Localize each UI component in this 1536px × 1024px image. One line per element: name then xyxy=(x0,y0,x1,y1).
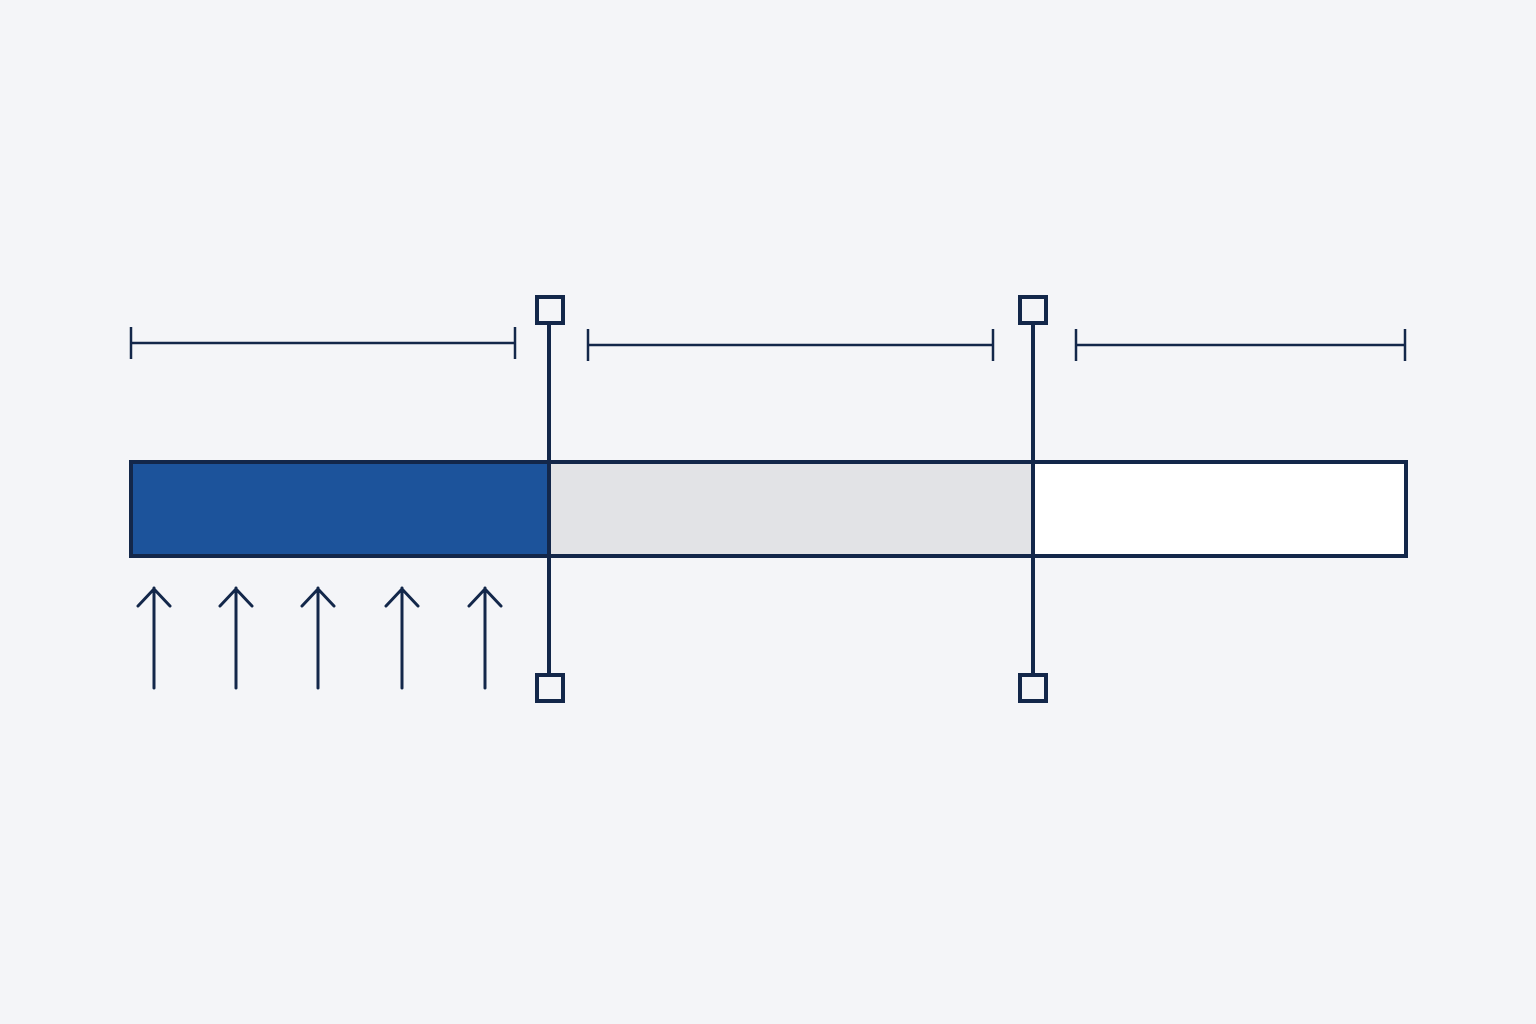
square-handle-icon[interactable] xyxy=(535,295,565,325)
divider-1[interactable] xyxy=(535,295,565,703)
segment-filled xyxy=(131,462,550,556)
up-arrow-icon xyxy=(467,586,503,690)
up-arrow-icon xyxy=(300,586,336,690)
span-marker-3 xyxy=(1074,329,1407,361)
span-marker-2 xyxy=(586,329,995,361)
square-handle-icon[interactable] xyxy=(1018,295,1048,325)
divider-2[interactable] xyxy=(1018,295,1048,703)
span-markers xyxy=(129,327,1407,361)
square-handle-icon[interactable] xyxy=(535,673,565,703)
up-arrow-icon xyxy=(136,586,172,690)
square-handle-icon[interactable] xyxy=(1018,673,1048,703)
up-arrow-icon xyxy=(384,586,420,690)
up-arrow-icon xyxy=(218,586,254,690)
up-arrows xyxy=(136,586,503,690)
span-marker-1 xyxy=(129,327,517,359)
bar-outline xyxy=(129,460,1408,558)
segment-partial xyxy=(550,462,1032,556)
segmented-bar xyxy=(129,460,1408,558)
segment-empty xyxy=(1032,462,1406,556)
